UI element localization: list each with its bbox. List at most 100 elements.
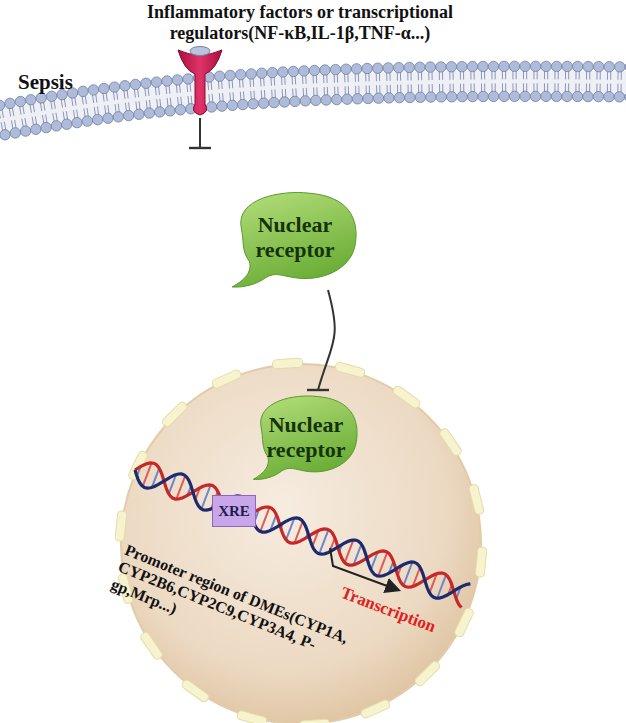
lipid-head	[248, 99, 258, 109]
node-text: Inflammatory factors or transcriptional …	[100, 2, 500, 44]
lipid-head	[165, 106, 175, 116]
lipid-head	[373, 93, 383, 103]
receptor-body	[178, 50, 222, 115]
lipid-head	[352, 94, 362, 104]
lipid-head	[51, 121, 61, 131]
lipid-head	[478, 91, 488, 101]
lipid-head	[383, 63, 393, 73]
lipid-head	[425, 62, 435, 72]
base-pair	[378, 552, 387, 576]
lipid-head	[404, 62, 414, 72]
lipid-head	[175, 105, 185, 115]
lipid-head	[217, 101, 227, 111]
lipid-head	[172, 75, 182, 85]
inhibition-connector	[307, 290, 335, 390]
inhibition-bar	[307, 389, 329, 391]
lipid-head	[351, 64, 361, 74]
base-pair	[201, 485, 210, 509]
lipid-head	[509, 61, 519, 71]
lipid-head	[154, 107, 164, 117]
lipid-head	[614, 92, 624, 102]
lipid-head	[72, 117, 82, 127]
lipid-head	[279, 97, 289, 107]
lipid-head	[372, 63, 382, 73]
lipid-head	[227, 100, 237, 110]
nuclear-pore	[453, 607, 474, 638]
lipid-head	[541, 61, 551, 71]
lipid-head	[583, 61, 593, 71]
lipid-head	[562, 61, 572, 71]
lipid-head	[321, 95, 331, 105]
lipid-head	[31, 124, 41, 134]
lipid-head	[394, 92, 404, 102]
lipid-head	[426, 92, 436, 102]
lipid-head	[551, 61, 561, 71]
lipid-head	[5, 98, 15, 108]
lipid-head	[206, 102, 216, 112]
lipid-head	[269, 97, 279, 107]
lipid-head	[541, 91, 551, 101]
nuclear-pore	[139, 631, 163, 661]
lipid-head	[394, 62, 404, 72]
nucleus: Promoter region of DMEs(CYP1A, CYP2B6,CY…	[121, 364, 481, 723]
lipid-head	[311, 95, 321, 105]
lipid-head	[384, 93, 394, 103]
node-text: Promoter region of DMEs(CYP1A, CYP2B6,CY…	[108, 541, 381, 694]
lipid-head	[20, 126, 30, 136]
nuclear-pore	[334, 361, 365, 378]
lipid-head	[509, 91, 519, 101]
lipid-head	[488, 91, 498, 101]
lipid-head	[593, 91, 603, 101]
lipid-head	[362, 63, 372, 73]
lipid-head	[583, 91, 593, 101]
connector-line	[199, 118, 201, 148]
lipid-head	[551, 91, 561, 101]
lipid-head	[299, 66, 309, 76]
lipid-head	[113, 112, 123, 122]
inhibition-connector	[189, 118, 211, 148]
lipid-head	[36, 93, 46, 103]
nuclear-pore	[392, 385, 422, 410]
lipid-head	[457, 61, 467, 71]
lipid-head	[235, 69, 245, 79]
lipid-head	[331, 94, 341, 104]
lipid-head	[78, 86, 88, 96]
lipid-head	[604, 92, 614, 102]
lipid-head	[478, 61, 488, 71]
lipid-head	[447, 92, 457, 102]
lipid-head	[625, 62, 626, 72]
nuclear-receptor: Nuclear receptor	[250, 392, 362, 482]
lipid-head	[604, 62, 614, 72]
lipid-tails	[0, 70, 626, 133]
nuclear-pore	[211, 369, 242, 390]
lipid-head	[625, 92, 626, 102]
lipid-head	[499, 61, 509, 71]
connector-line	[318, 290, 335, 390]
lipid-head	[415, 92, 425, 102]
lipid-head	[134, 109, 144, 119]
lipid-head	[144, 108, 154, 118]
lipid-head	[267, 67, 277, 77]
nuclear-pore	[236, 710, 267, 723]
lipid-bilayer	[0, 61, 626, 142]
lipid-head	[457, 91, 467, 101]
condition-label: Sepsis	[18, 70, 73, 95]
ligand	[190, 47, 210, 56]
nuclear-pore	[360, 699, 391, 720]
nuclear-pore	[468, 484, 484, 515]
lipid-head	[103, 113, 113, 123]
lipid-head	[572, 91, 582, 101]
lipid-heads	[0, 61, 626, 142]
nuclear-pore	[272, 358, 303, 369]
lipid-head	[109, 82, 119, 92]
lipid-head	[446, 62, 456, 72]
lipid-head	[288, 66, 298, 76]
lipid-head	[246, 69, 256, 79]
lipid-head	[162, 76, 172, 86]
lipid-head	[120, 81, 130, 91]
lipid-head	[520, 91, 530, 101]
lipid-head	[10, 128, 20, 138]
nuclear-receptor: Nuclear receptor	[195, 150, 365, 290]
lipid-head	[342, 94, 352, 104]
